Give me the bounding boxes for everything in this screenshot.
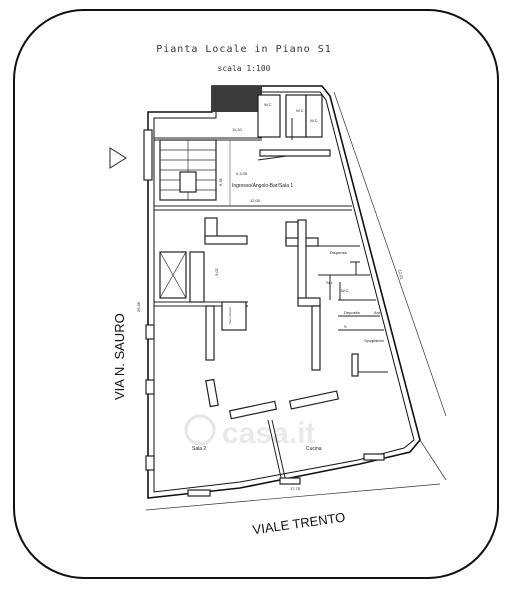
wc-label-2: W.C. bbox=[296, 108, 305, 113]
tech-room-label: Vano tecnico bbox=[228, 307, 232, 324]
outer-frame bbox=[13, 9, 499, 579]
spogliatoio-label: Spogliatoio bbox=[364, 338, 385, 343]
wc-label-4: W.C. bbox=[341, 288, 350, 293]
wc-label-3: W.C. bbox=[310, 118, 319, 123]
right-rooms: Dispensa Ser. W.C. Deposito Ant. S Spogl… bbox=[318, 245, 388, 377]
street-left: VIA N. SAURO bbox=[112, 313, 127, 400]
cucina-label: Cucina bbox=[306, 446, 322, 452]
central-walls: Vano tecnico 3,02 bbox=[154, 217, 321, 371]
windows bbox=[145, 324, 385, 497]
street-line bbox=[145, 483, 441, 511]
main-hall: Ingresso/Angolo-Bar/Sala 1 h.3.00 11,20 … bbox=[154, 127, 352, 211]
dim-left-vert: 6,35 bbox=[218, 177, 223, 186]
street-bottom: VIALE TRENTO bbox=[252, 509, 347, 537]
lower-hall: Sala 2 Cucina bbox=[192, 378, 340, 483]
dispensa-label: Dispensa bbox=[330, 250, 347, 255]
dim-mid: 12,00 bbox=[250, 198, 261, 203]
plan-scale: scala 1:100 bbox=[218, 64, 271, 73]
sala2-label: Sala 2 bbox=[192, 446, 206, 452]
main-hall-label: Ingresso/Angolo-Bar/Sala 1 bbox=[232, 183, 293, 189]
hatched-wall bbox=[212, 86, 262, 112]
dim-left-outer: 26,46 bbox=[136, 301, 141, 312]
dim-mid-vert: 3,02 bbox=[214, 267, 219, 276]
dim-top: 11,20 bbox=[232, 127, 242, 132]
deposito-label: Deposito bbox=[344, 310, 361, 315]
ant-label: Ant. bbox=[374, 310, 381, 315]
height-label: h.3.00 bbox=[236, 171, 248, 176]
wc-label-1: W.C. bbox=[264, 102, 273, 107]
service-rooms: W.C. W.C. W.C. bbox=[257, 94, 331, 161]
dim-right: 12,01 bbox=[397, 269, 405, 281]
ser-label: Ser. bbox=[326, 280, 333, 285]
building-outline bbox=[143, 85, 447, 499]
s-label: S bbox=[344, 324, 347, 329]
plan-title: Pianta Locale in Piano S1 bbox=[156, 44, 332, 55]
watermark-logo: casa.it bbox=[184, 414, 315, 450]
north-arrow-icon bbox=[109, 147, 127, 169]
dim-bottom: 17,75 bbox=[290, 486, 301, 491]
